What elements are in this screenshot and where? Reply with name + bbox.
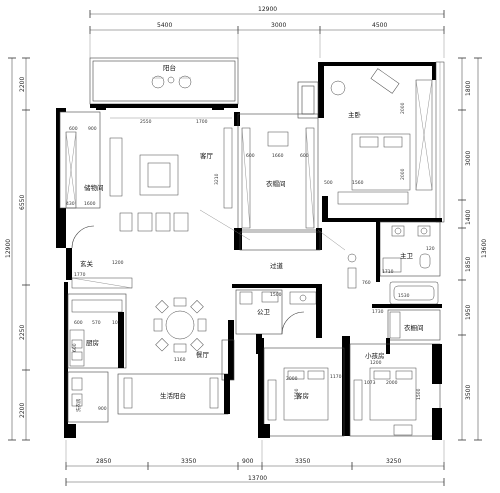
bottom-dim-4: 3350 (295, 458, 310, 465)
svg-text:1500: 1500 (294, 388, 300, 400)
svg-text:1160: 1160 (174, 357, 186, 363)
living-room: 2550 1700 3210 客厅 (90, 104, 238, 232)
svg-text:570: 570 (92, 320, 101, 326)
svg-text:600: 600 (300, 153, 309, 159)
svg-text:2000: 2000 (400, 102, 406, 114)
svg-text:430: 430 (66, 201, 75, 207)
svg-text:1073: 1073 (364, 380, 376, 386)
svg-text:1600: 1600 (84, 201, 96, 207)
svg-text:3210: 3210 (214, 173, 220, 185)
master-bath: 1710 120 主卫 760 1530 1730 (362, 221, 442, 315)
corridor: 过道 (199, 209, 357, 289)
cloakroom: 600 1660 600 衣帽间 (234, 112, 322, 251)
public-bath: 1500 公卫 (232, 284, 322, 354)
svg-text:1200: 1200 (370, 360, 382, 366)
room-label-guest: 客房 (296, 391, 309, 400)
bottom-overall-dim: 13700 (248, 475, 267, 482)
small-bedroom: 1073 2000 1500 1200 小孩房 (342, 336, 442, 440)
svg-text:120: 120 (426, 246, 435, 252)
room-label-living: 客厅 (200, 151, 214, 160)
laundry-room: 900 洗衣房 (64, 371, 109, 438)
room-label-storage: 储物间 (84, 183, 104, 192)
svg-text:2000: 2000 (400, 168, 406, 180)
room-label-dining: 餐厅 (196, 350, 210, 359)
svg-text:1000: 1000 (112, 320, 124, 326)
top-dim-2: 3000 (271, 22, 286, 29)
svg-text:1200: 1200 (112, 260, 124, 266)
bottom-dim-1: 2850 (96, 458, 111, 465)
kitchen: 600 570 1000 600 厨房 (64, 282, 127, 372)
room-label-entry: 玄关 (80, 259, 94, 268)
room-label-corridor: 过道 (270, 261, 284, 270)
left-overall-dim: 12900 (5, 239, 12, 258)
svg-text:1730: 1730 (372, 309, 384, 315)
svg-text:600: 600 (69, 126, 78, 132)
right-dim-2: 3000 (465, 151, 472, 166)
svg-text:1710: 1710 (382, 269, 394, 275)
right-dim-4: 1850 (465, 257, 472, 272)
svg-text:2000: 2000 (386, 380, 398, 386)
top-dim-3: 4500 (372, 22, 387, 29)
left-dim-2: 6550 (19, 195, 26, 210)
room-label-laundry: 洗衣房 (75, 398, 82, 412)
svg-text:1500: 1500 (270, 292, 282, 298)
right-dim-3: 1400 (465, 210, 472, 225)
svg-text:1700: 1700 (196, 119, 208, 125)
balcony: 阳台 (89, 57, 239, 105)
svg-text:760: 760 (362, 280, 371, 286)
top-overall-dim: 12900 (258, 6, 277, 13)
room-label-closet: 衣橱间 (404, 323, 424, 332)
guest-room: 2000 1500 1170 客房 (258, 338, 345, 438)
top-dimensions: 12900 5400 3000 4500 (89, 6, 445, 58)
right-dim-1: 1800 (465, 81, 472, 96)
room-label-balcony: 阳台 (163, 63, 176, 72)
svg-text:1530: 1530 (398, 293, 410, 299)
left-dimensions: 12900 2200 6550 2250 2200 (5, 57, 30, 441)
bottom-dim-5: 3250 (386, 458, 401, 465)
bottom-dimensions: 2850 3350 900 3350 3250 13700 (65, 440, 445, 486)
closet: 衣橱间 (386, 309, 441, 354)
svg-text:600: 600 (74, 320, 83, 326)
room-label-master-bath: 主卫 (400, 251, 414, 260)
right-overall-dim: 13600 (481, 239, 488, 258)
right-dim-5: 1950 (465, 305, 472, 320)
master-bedroom: 500 1560 2000 2000 主卧 (297, 61, 445, 223)
room-label-master: 主卧 (348, 110, 362, 119)
room-label-service-balcony: 生活阳台 (160, 391, 186, 400)
svg-text:1770: 1770 (74, 272, 86, 278)
bottom-dim-2: 3350 (181, 458, 196, 465)
room-label-small-bedroom: 小孩房 (365, 351, 385, 360)
svg-text:1560: 1560 (352, 180, 364, 186)
right-dim-6: 3500 (465, 385, 472, 400)
left-dim-1: 2200 (19, 77, 26, 92)
svg-text:1660: 1660 (272, 153, 284, 159)
top-dim-1: 5400 (157, 22, 172, 29)
svg-text:600: 600 (246, 153, 255, 159)
svg-text:1500: 1500 (416, 388, 422, 400)
svg-text:1170: 1170 (330, 374, 342, 380)
bottom-dim-3: 900 (242, 458, 254, 465)
left-dim-4: 2200 (19, 403, 26, 418)
svg-text:500: 500 (324, 180, 333, 186)
right-dimensions: 1800 3000 1400 1850 1950 3500 13600 (458, 57, 488, 441)
left-dim-3: 2250 (19, 325, 26, 340)
room-label-public-bath: 公卫 (257, 308, 271, 316)
dining: 1160 餐厅 (153, 297, 235, 381)
svg-text:600: 600 (72, 343, 78, 352)
entry: 1200 1770 玄关 (66, 225, 133, 289)
svg-text:2550: 2550 (140, 119, 152, 125)
room-label-kitchen: 厨房 (86, 338, 99, 347)
svg-text:2000: 2000 (286, 376, 298, 382)
service-balcony: 生活阳台 (117, 373, 230, 415)
svg-text:900: 900 (88, 126, 97, 132)
storage-room: 600 900 430 1600 储物间 (56, 108, 104, 248)
room-label-cloakroom: 衣帽间 (266, 179, 286, 188)
svg-text:900: 900 (98, 406, 107, 412)
